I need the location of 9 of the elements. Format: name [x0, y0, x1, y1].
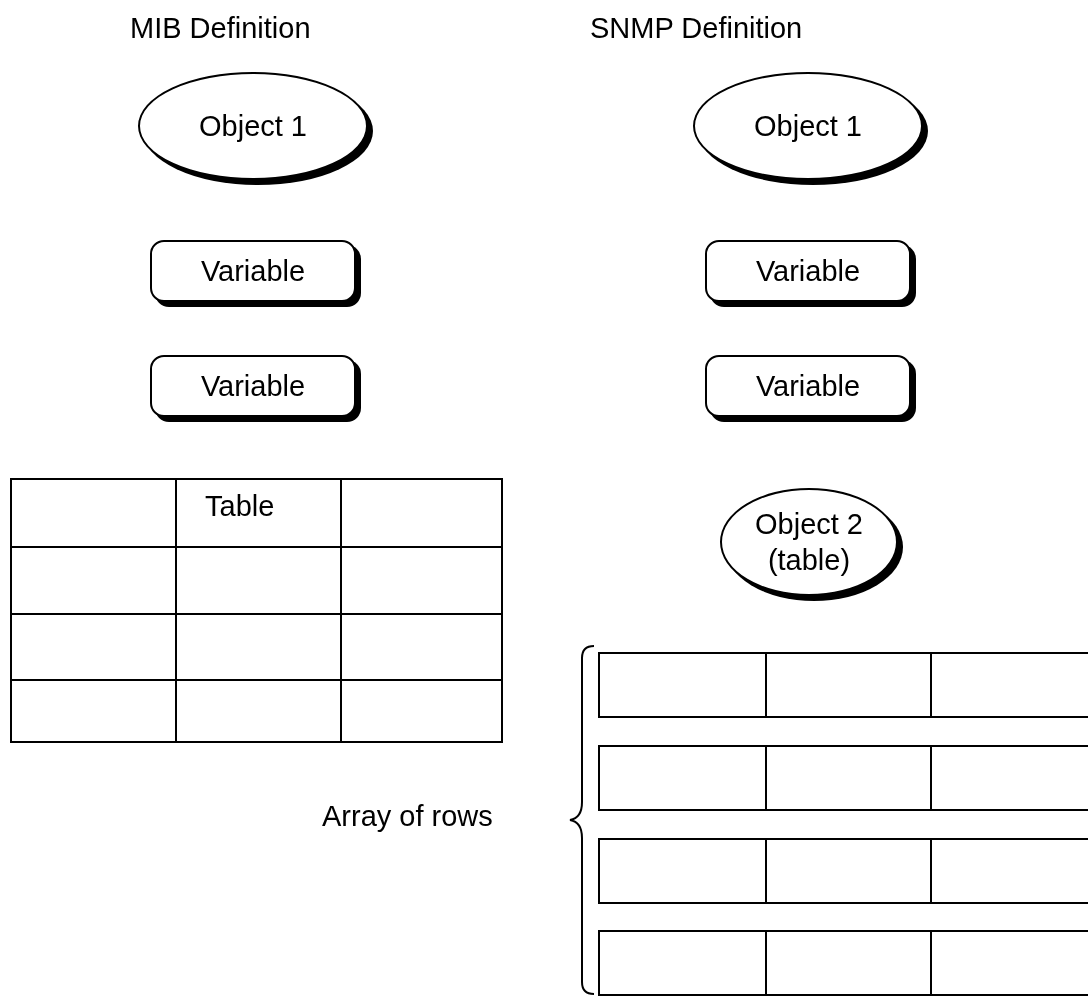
bracket-label: Array of rows — [322, 800, 493, 833]
table-row — [598, 652, 1088, 718]
table-grid — [10, 478, 503, 743]
column-heading: MIB Definition — [130, 12, 311, 45]
table-row — [598, 930, 1088, 996]
column-heading: SNMP Definition — [590, 12, 803, 45]
table-row — [598, 745, 1088, 811]
table-row — [598, 838, 1088, 904]
table-title: Table — [205, 490, 275, 523]
